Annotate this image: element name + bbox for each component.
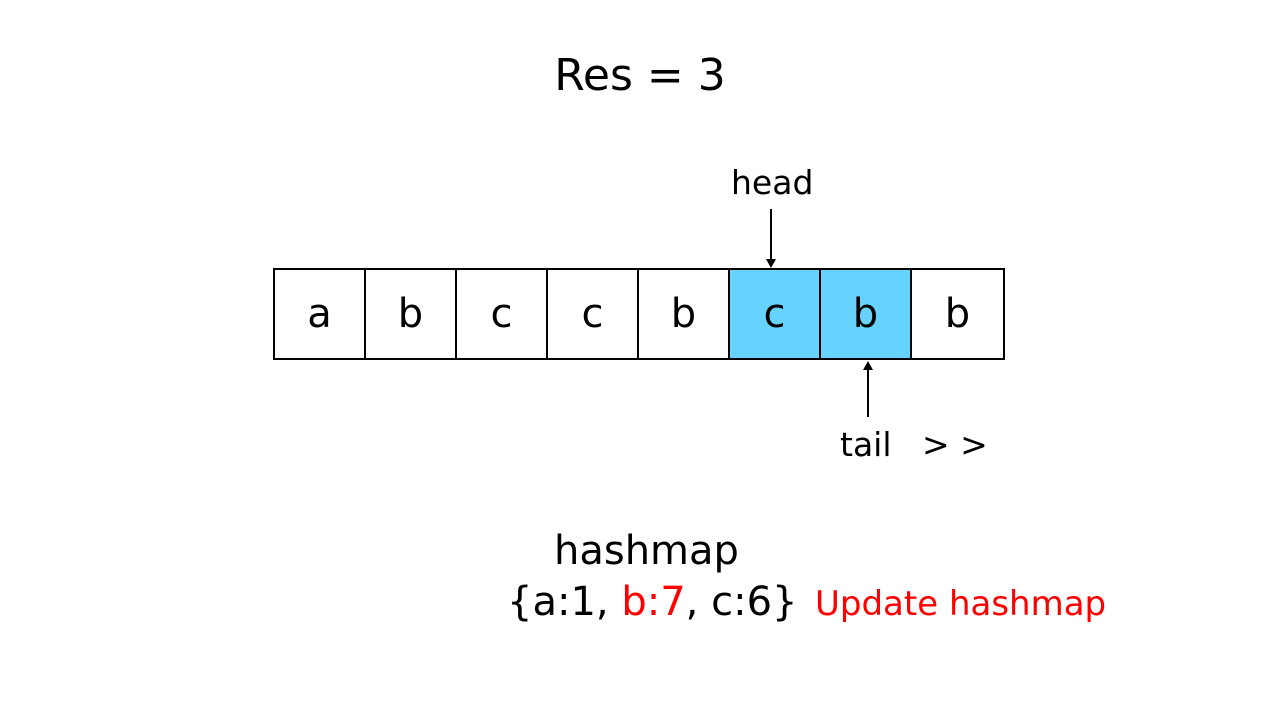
hashmap-open-brace: { [507, 579, 533, 625]
hashmap-separator: , [685, 579, 712, 625]
hashmap-separator: , [595, 579, 622, 625]
array-cell: c [457, 270, 548, 358]
tail-pointer-label: tail [840, 425, 892, 464]
hashmap-close-brace: } [772, 579, 798, 625]
array-cell: b [821, 270, 912, 358]
array-cell: c [548, 270, 639, 358]
hashmap-content: {a:1, b:7, c:6} [507, 578, 797, 626]
head-arrow-line [770, 209, 772, 260]
array-cell: b [912, 270, 1003, 358]
hashmap-entry-c: c:6 [711, 579, 773, 625]
hashmap-title: hashmap [554, 528, 739, 574]
head-pointer-label: head [731, 163, 814, 202]
tail-arrowhead [863, 361, 873, 370]
array-cell: b [366, 270, 457, 358]
tail-direction-indicator: > > [922, 425, 988, 464]
head-arrowhead [766, 259, 776, 268]
array-cell: a [275, 270, 366, 358]
array-cell: b [639, 270, 730, 358]
array-cell: c [730, 270, 821, 358]
hashmap-entry-b-updated: b:7 [621, 579, 686, 625]
hashmap-entry-a: a:1 [532, 579, 596, 625]
tail-arrow-line [867, 369, 869, 417]
result-title: Res = 3 [554, 50, 726, 101]
update-note: Update hashmap [815, 584, 1107, 624]
